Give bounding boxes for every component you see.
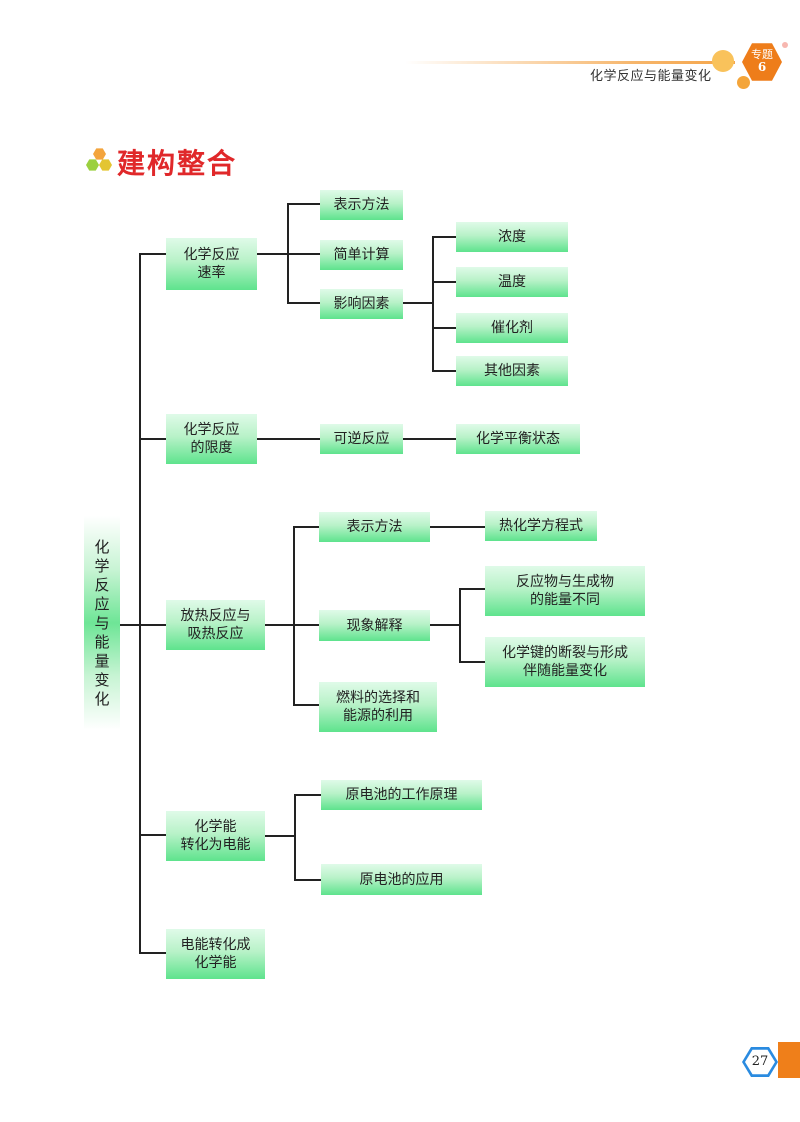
connector [139,438,166,440]
node-temperature: 温度 [456,267,568,297]
connector [459,661,485,663]
connector [432,236,456,238]
connector [459,588,485,590]
connector [293,704,319,706]
connector [430,526,485,528]
connector [139,952,166,954]
node-label: 化学反应 [183,247,240,263]
connector [294,794,321,796]
node-label: 的能量不同 [530,592,600,608]
node-thermochemical-equation: 热化学方程式 [485,511,597,541]
node-label: 转化为电能 [180,837,251,853]
hexagon-cluster-icon [86,148,114,174]
branch-exo-endothermic: 放热反应与 吸热反应 [166,600,265,650]
node-influencing-factors: 影响因素 [320,289,403,319]
root-char: 量 [94,651,110,670]
node-fuel-energy-use: 燃料的选择和 能源的利用 [319,682,437,732]
node-representation-method: 表示方法 [320,190,403,220]
connector [430,624,460,626]
node-label: 化学键的断裂与形成 [502,645,628,661]
connector [293,624,319,626]
node-label: 燃料的选择和 [336,690,420,706]
connector [139,253,141,953]
topic-badge: 专题 6 [742,43,782,81]
root-char: 反 [94,575,110,594]
connector [293,526,295,705]
root-char: 能 [94,632,110,651]
node-label: 放热反应与 [180,608,251,624]
page-tab [778,1042,800,1078]
connector [432,236,434,371]
connector [293,526,319,528]
connector [139,624,166,626]
branch-reaction-limit: 化学反应 的限度 [166,414,257,464]
header-rule [405,61,735,64]
root-char: 变 [94,670,110,689]
node-other-factors: 其他因素 [456,356,568,386]
connector [432,370,456,372]
connector [257,438,320,440]
node-label: 化学能 [194,955,237,971]
node-label: 电能转化成 [180,937,251,953]
topic-badge-label: 专题 [751,48,773,61]
section-title: 建构整合 [117,147,238,180]
node-bond-breaking-forming: 化学键的断裂与形成 伴随能量变化 [485,637,645,687]
connector [139,834,166,836]
connector [265,624,294,626]
node-galvanic-cell-application: 原电池的应用 [321,864,482,895]
connector [287,203,320,205]
node-concentration: 浓度 [456,222,568,252]
node-galvanic-cell-principle: 原电池的工作原理 [321,780,482,810]
node-label: 反应物与生成物 [516,574,614,590]
connector [403,302,433,304]
connector [294,879,321,881]
branch-reaction-rate: 化学反应 速率 [166,238,257,290]
connector [120,624,140,626]
node-label: 化学能 [194,819,237,835]
node-label: 吸热反应 [187,626,244,642]
root-char: 化 [94,537,110,556]
node-catalyst: 催化剂 [456,313,568,343]
connector [403,438,456,440]
connector [257,253,288,255]
connector [432,327,456,329]
connector [287,302,320,304]
connector [287,253,320,255]
node-simple-calculation: 简单计算 [320,240,403,270]
branch-chemical-to-electrical: 化学能 转化为电能 [166,811,265,861]
node-phenomenon-explanation: 现象解释 [319,610,430,641]
root-char: 与 [94,613,110,632]
root-char: 化 [94,689,110,708]
decor-dot [737,76,750,89]
running-title: 化学反应与能量变化 [590,69,712,84]
connector [265,835,295,837]
node-energy-difference: 反应物与生成物 的能量不同 [485,566,645,616]
connector [432,281,456,283]
page-number: 27 [745,1049,775,1075]
connector [459,588,461,662]
decor-dot [712,50,734,72]
node-chemical-equilibrium: 化学平衡状态 [456,424,580,454]
root-char: 学 [94,556,110,575]
node-reversible-reaction: 可逆反应 [320,424,403,454]
node-label: 能源的利用 [343,708,413,724]
node-label: 化学反应 [183,422,240,438]
node-label: 伴随能量变化 [523,663,607,679]
decor-dot [782,42,788,48]
node-label: 速率 [197,265,226,281]
connector [139,253,166,255]
root-node: 化 学 反 应 与 能 量 变 化 [84,516,120,730]
root-char: 应 [94,594,110,613]
connector [294,794,296,880]
topic-badge-number: 6 [757,60,767,74]
node-representation-method-2: 表示方法 [319,512,430,542]
node-label: 的限度 [190,440,233,456]
branch-electrical-to-chemical: 电能转化成 化学能 [166,929,265,979]
